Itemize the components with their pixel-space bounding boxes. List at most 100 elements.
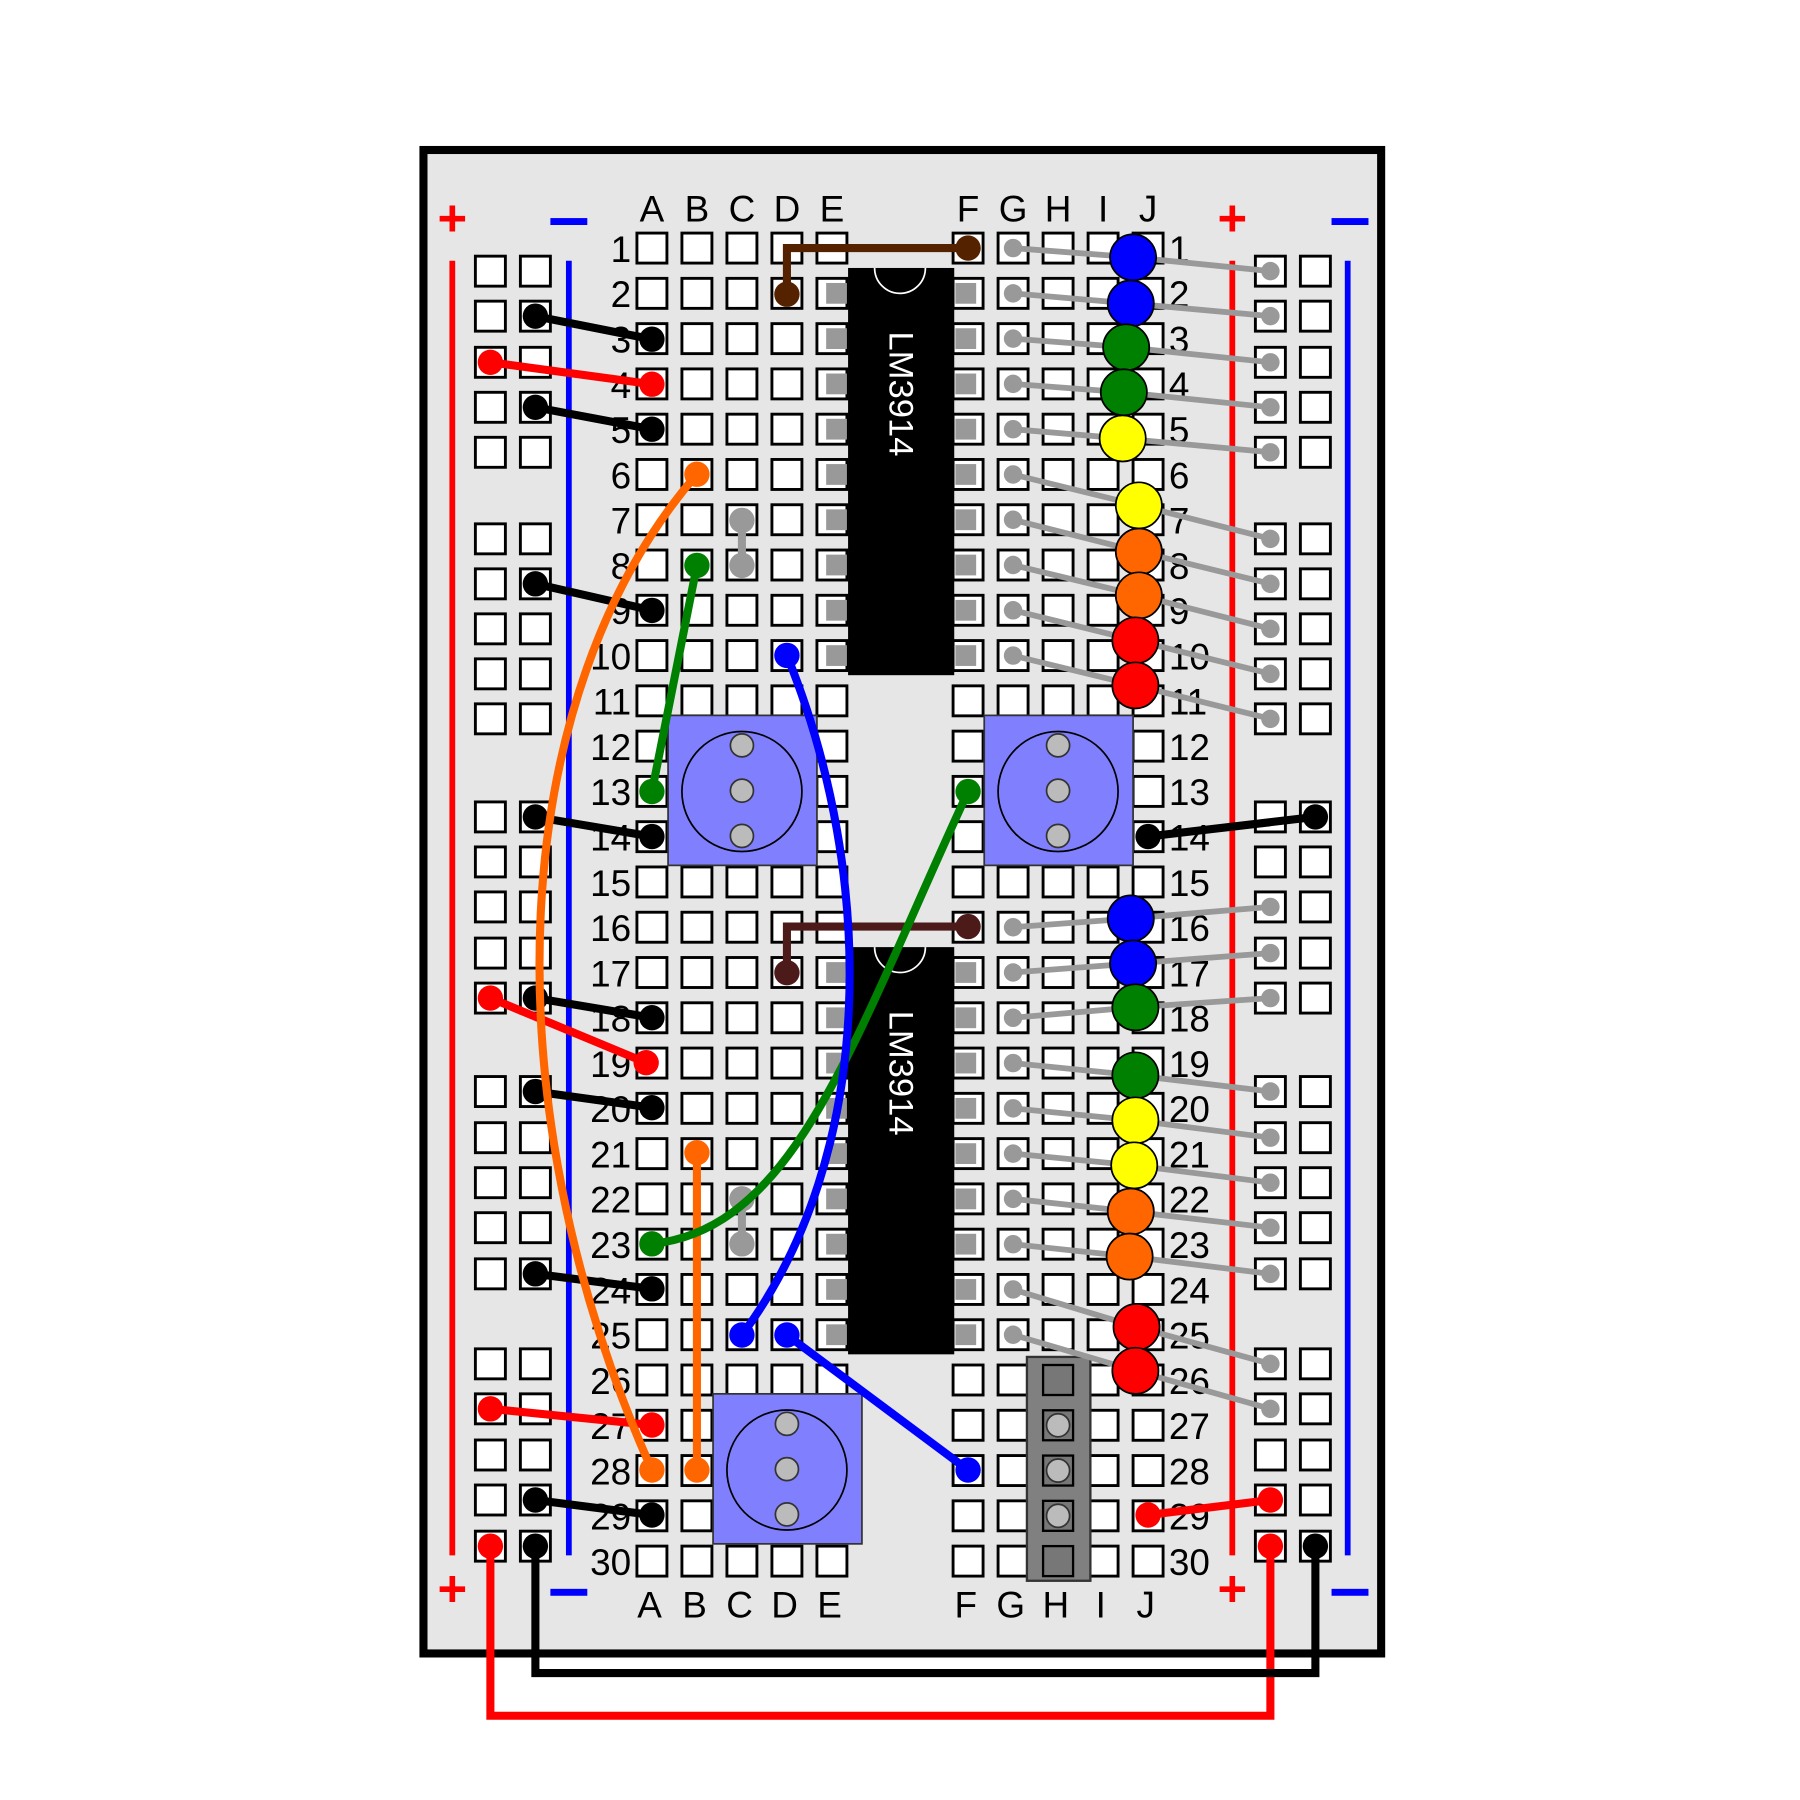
black-ground-wire-end — [522, 1533, 549, 1559]
hole — [725, 865, 759, 899]
chip-label: LM3914 — [882, 331, 920, 456]
chip-notch — [873, 947, 927, 974]
chip-pin — [826, 1279, 847, 1300]
led-leg-end — [1261, 897, 1280, 917]
row-label-left: 7 — [611, 501, 632, 542]
rail-hole — [1253, 845, 1287, 879]
chip-pin — [826, 509, 847, 531]
blue-wire — [737, 651, 854, 1340]
rail-hole — [473, 299, 507, 333]
pot-pin — [729, 823, 755, 849]
hole — [680, 865, 714, 899]
led — [1105, 1232, 1154, 1281]
column-label-top: B — [685, 189, 710, 230]
row-label-right: 15 — [1169, 863, 1210, 904]
rail-hole — [518, 1166, 552, 1200]
rail-hole — [473, 1347, 507, 1381]
row-label-left: 3 — [611, 319, 632, 360]
hole — [1086, 458, 1120, 491]
rail-hole — [1298, 1166, 1332, 1200]
black-wire-end — [1302, 804, 1329, 830]
chip-pin — [826, 1324, 847, 1346]
black-wire — [531, 1269, 656, 1293]
row-label-right: 30 — [1169, 1542, 1210, 1583]
chip-pin — [955, 1097, 977, 1119]
blue-wire-end — [729, 1322, 755, 1348]
led — [1112, 1302, 1161, 1351]
hole — [725, 1273, 759, 1306]
hole — [725, 910, 759, 944]
hole — [635, 231, 669, 265]
led-leg-end — [1003, 1234, 1023, 1254]
led-leg-end — [1261, 574, 1280, 594]
gray-jumper-end — [729, 552, 755, 579]
led — [1111, 1051, 1160, 1100]
chip-label: LM3914 — [882, 1011, 920, 1136]
green-wire-end — [955, 778, 981, 805]
red-wire-end — [477, 1396, 504, 1422]
brown-wire-end — [955, 235, 981, 261]
hole — [770, 412, 804, 446]
row-label-right: 13 — [1169, 772, 1210, 813]
chip-pin — [826, 599, 847, 621]
black-wire-end — [639, 823, 665, 850]
hole — [680, 231, 714, 265]
chip-pin — [955, 599, 977, 621]
black-wire — [531, 994, 656, 1022]
led-leg-end — [1003, 1144, 1023, 1163]
hole — [680, 956, 714, 989]
hole — [725, 231, 759, 265]
hole — [996, 865, 1030, 899]
hole — [1041, 1227, 1075, 1261]
hole — [1041, 1182, 1075, 1216]
minus-label — [550, 218, 588, 225]
chip-pin — [826, 645, 847, 666]
minus-label — [550, 1588, 588, 1596]
hole — [680, 412, 714, 446]
rail-hole — [1253, 1075, 1287, 1108]
rail-hole — [473, 1438, 507, 1472]
red-wire — [486, 994, 651, 1067]
pot-pin — [774, 1501, 800, 1527]
led-leg-end — [1003, 1189, 1023, 1209]
row-label-left: 20 — [590, 1089, 631, 1130]
hole — [725, 1001, 759, 1035]
black-wire — [531, 1087, 656, 1112]
green-wire-end — [684, 552, 710, 579]
hole — [996, 1454, 1030, 1487]
hole — [1086, 503, 1120, 537]
row-label-left: 6 — [611, 455, 632, 496]
led — [1109, 233, 1158, 282]
black-wire-end — [522, 571, 549, 597]
black-wire-end — [639, 1095, 665, 1121]
brown-wire-end — [774, 281, 800, 307]
minus-label — [1331, 1588, 1369, 1596]
led — [1102, 323, 1151, 372]
chip-pin — [826, 1233, 847, 1255]
hole — [815, 1544, 849, 1578]
chip-pin — [955, 554, 977, 576]
orange-wire-end — [684, 1457, 710, 1483]
pot-pin — [1045, 778, 1071, 804]
red-wire-end — [633, 1050, 659, 1076]
rail-hole — [518, 435, 552, 469]
column-label-bottom: J — [1137, 1585, 1155, 1626]
black-ground-wire — [531, 1542, 1320, 1678]
rail-hole — [1298, 1438, 1332, 1472]
hole — [1086, 593, 1120, 627]
black-wire-end — [522, 394, 549, 420]
column-label-top: I — [1098, 189, 1108, 230]
hole — [951, 684, 985, 718]
rail-hole — [518, 936, 552, 970]
led-leg-end — [1003, 510, 1023, 529]
header-pin — [1045, 1503, 1071, 1529]
rail-hole — [1298, 254, 1332, 288]
column-label-bottom: B — [682, 1585, 707, 1626]
led — [1111, 616, 1160, 665]
rail-hole — [473, 800, 507, 834]
hole — [725, 593, 759, 627]
chip-pin — [955, 1233, 977, 1255]
led-leg-end — [1261, 443, 1280, 462]
column-label-bottom: H — [1042, 1585, 1069, 1626]
